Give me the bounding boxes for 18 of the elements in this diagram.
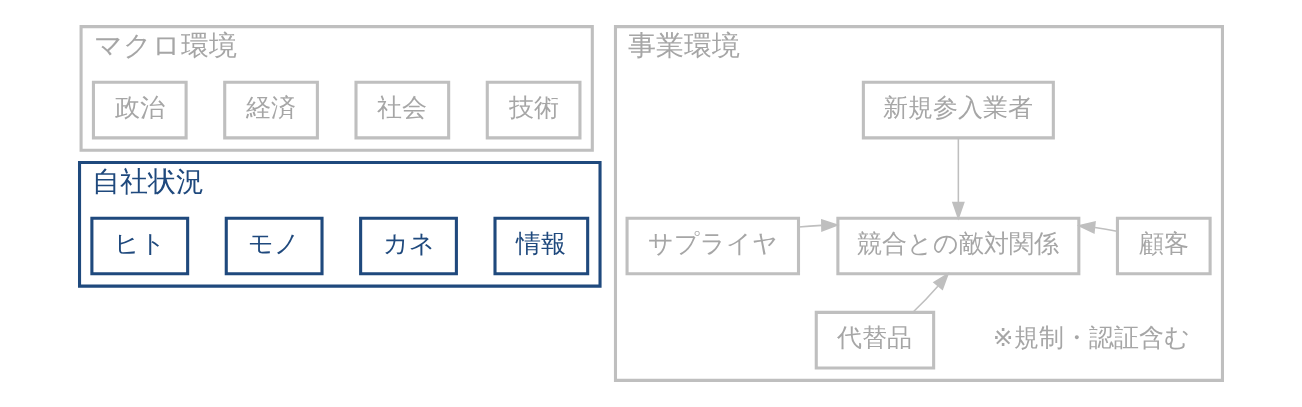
- node-box: 新規参入業者: [861, 80, 1055, 140]
- node-box: 顧客: [1115, 216, 1212, 276]
- node-box: 経済: [223, 80, 319, 140]
- node-box: 政治: [91, 80, 188, 140]
- node-box: 社会: [354, 80, 451, 140]
- node-box: モノ: [224, 216, 324, 276]
- node-box: 技術: [485, 80, 582, 140]
- node-box: ヒト: [90, 216, 190, 276]
- arrow: [1076, 220, 1118, 234]
- arrow: [912, 272, 950, 313]
- arrow: [797, 218, 840, 232]
- node-box: カネ: [359, 216, 458, 276]
- node-box: サプライヤ: [625, 216, 801, 276]
- arrow: [951, 137, 965, 221]
- node-box: 情報: [493, 216, 590, 276]
- node-box: 代替品: [814, 310, 936, 370]
- label: ※規制・認証含む: [992, 323, 1190, 353]
- node-box: 競合との敵対関係: [836, 216, 1081, 276]
